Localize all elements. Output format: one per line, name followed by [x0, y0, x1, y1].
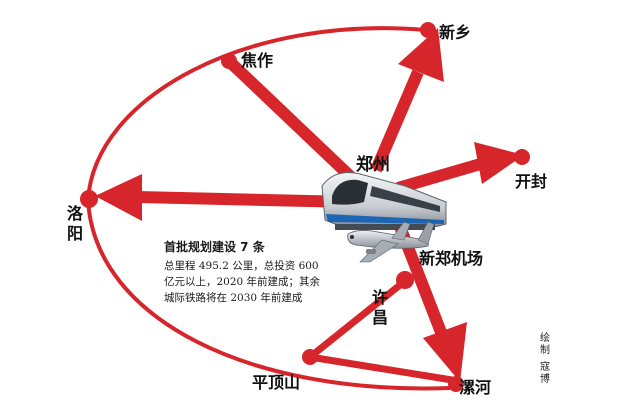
- route-luoyang-xinxiang: [86, 26, 426, 201]
- caption-line: 总里程 495.2 公里，总投资 600: [164, 260, 319, 272]
- route-pingdingshan-luohe: [309, 353, 453, 384]
- caption-body: 总里程 495.2 公里，总投资 600 亿元以上，2020 年前建成；其余 城…: [164, 258, 364, 306]
- caption-title: 首批规划建设 7 条: [164, 240, 265, 254]
- plan-caption: 首批规划建设 7 条 总里程 495.2 公里，总投资 600 亿元以上，202…: [164, 238, 364, 306]
- illustrator-credit: 绘制 寇博: [538, 333, 552, 386]
- city-label-xinzheng-airport: 新郑机场: [419, 249, 484, 268]
- city-label-kaifeng: 开封: [515, 172, 548, 191]
- node-xuchang: [396, 271, 414, 289]
- route-zhengzhou-kaifeng: [396, 157, 486, 194]
- node-jiaozuo: [221, 53, 237, 69]
- airplane-icon: [347, 221, 435, 263]
- node-kaifeng: [514, 149, 530, 165]
- credit-author: 寇博: [540, 362, 550, 385]
- city-label-jiaozuo: 焦作: [241, 51, 274, 70]
- city-label-zhengzhou: 郑州: [356, 155, 390, 175]
- route-luoyang-luohe: [86, 199, 451, 391]
- arrowhead-kaifeng: [474, 142, 524, 184]
- city-label-luoyang: 洛阳: [66, 204, 83, 243]
- city-label-xuchang: 许昌: [371, 288, 388, 327]
- node-luohe: [448, 376, 464, 392]
- node-xinxiang: [420, 22, 436, 38]
- city-label-luohe: 漯河: [459, 378, 492, 397]
- route-zhengzhou-luoyang: [137, 191, 353, 208]
- caption-line: 亿元以上，2020 年前建成；其余: [164, 276, 321, 288]
- route-zhengzhou-xinxiang: [370, 69, 424, 173]
- node-luoyang: [80, 190, 98, 208]
- city-label-xinxiang: 新乡: [439, 23, 472, 42]
- arrowhead-luohe: [423, 322, 467, 382]
- arrowhead-luoyang: [95, 174, 142, 221]
- credit-role: 绘制: [540, 333, 550, 356]
- caption-line: 城际铁路将在 2030 年前建成: [164, 292, 303, 304]
- route-pingdingshan-xuchang: [307, 278, 408, 360]
- arrowhead-xinxiang: [398, 28, 444, 82]
- node-pingdingshan: [302, 349, 318, 365]
- city-label-pingdingshan: 平顶山: [252, 373, 301, 392]
- route-zhengzhou-jiaozuo: [224, 56, 358, 184]
- high-speed-train-icon: [321, 172, 447, 230]
